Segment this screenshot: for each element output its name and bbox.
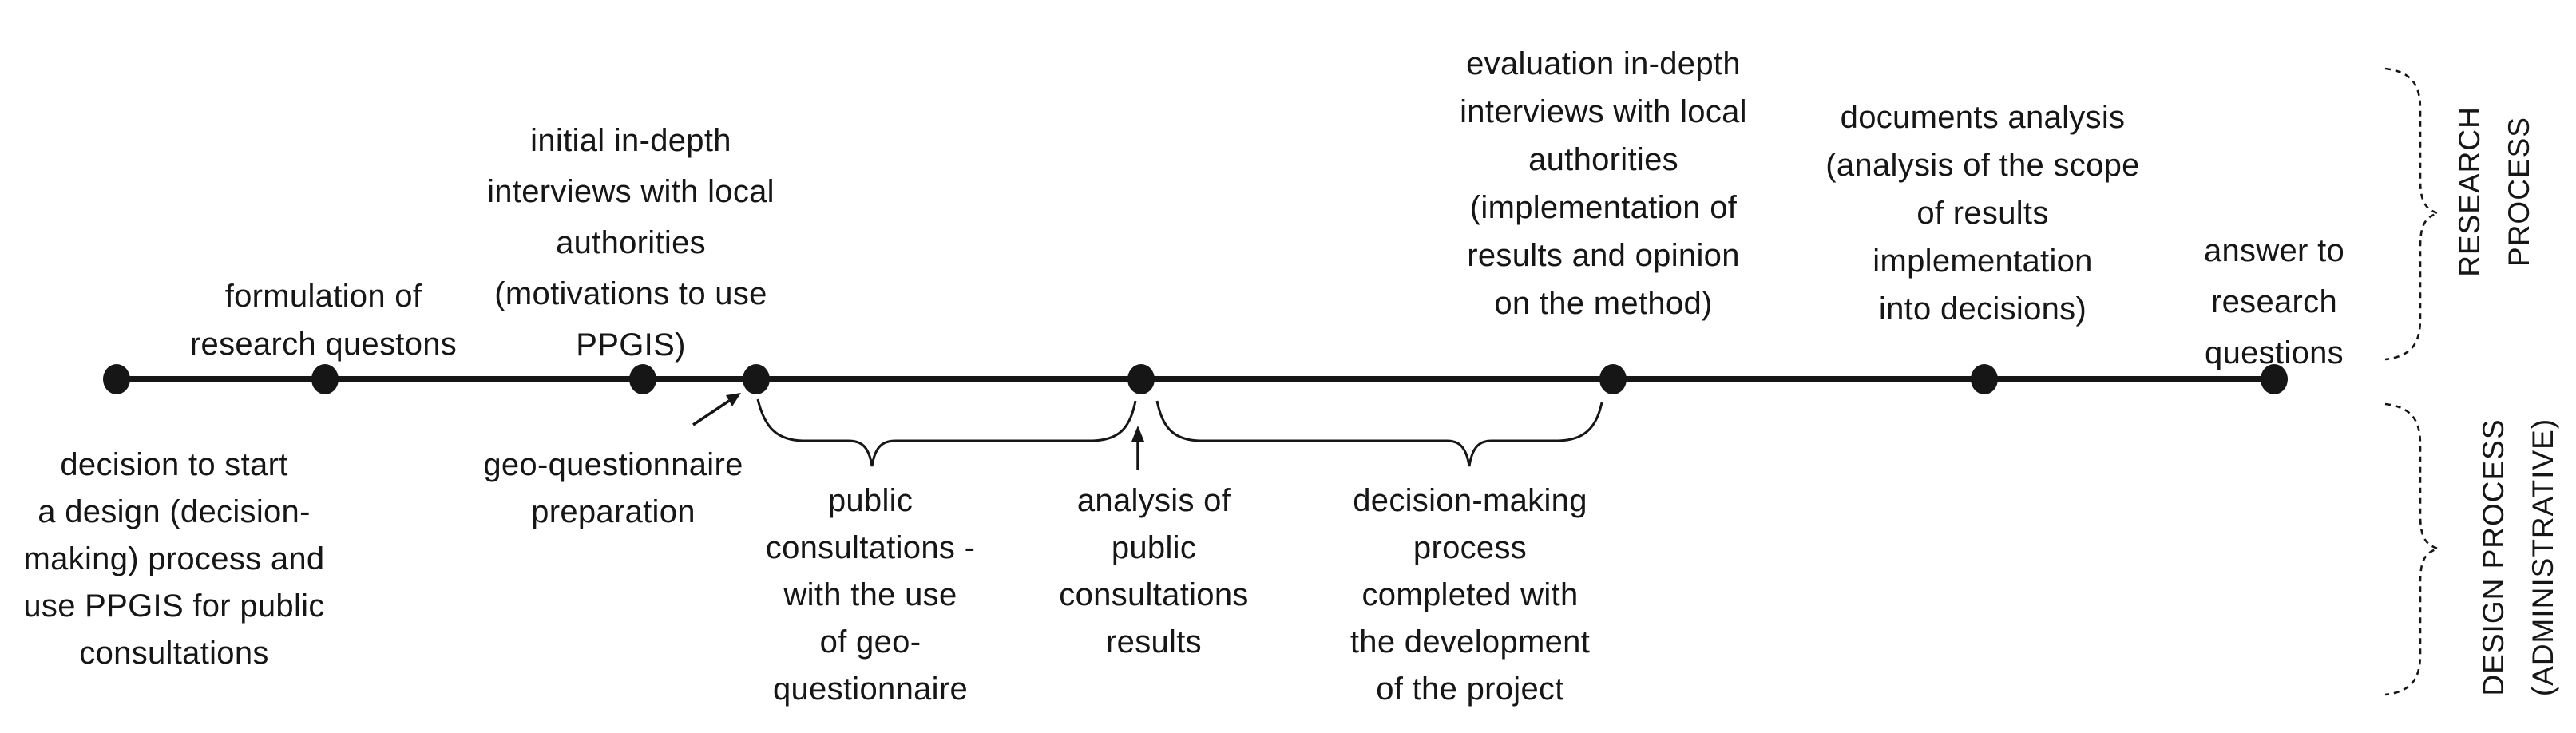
- step-label-formulation: formulation of research questons: [189, 279, 458, 362]
- step-label-answer: answer to research questions: [2203, 233, 2345, 370]
- step-label-evaluation-interviews: evaluation in-depth interviews with loca…: [1460, 46, 1747, 321]
- timeline-dot: [1127, 364, 1155, 394]
- step-label-decision-completed: decision-making process completed with t…: [1349, 483, 1591, 707]
- side-label-design-process: DESIGN PROCESS (ADMINISTRATIVE): [2477, 418, 2559, 697]
- step-label-documents-analysis: documents analysis (analysis of the scop…: [1825, 100, 2140, 327]
- timeline-dot: [2261, 364, 2288, 394]
- timeline-dot: [1599, 364, 1627, 394]
- step-label-initial-interviews: initial in-depth interviews with local a…: [487, 123, 775, 363]
- timeline-dots: [103, 364, 2288, 394]
- step-label-geo-questionnaire: geo-questionnaire preparation: [483, 447, 743, 529]
- timeline-dot: [1971, 364, 1998, 394]
- step-label-analysis-results: analysis of public consultations results: [1059, 483, 1249, 660]
- brace-research-process: [2384, 67, 2442, 361]
- timeline-dot: [103, 364, 130, 394]
- underbrace-decision-making: [1155, 400, 1603, 467]
- brace-design-process: [2384, 402, 2442, 696]
- timeline-dot: [743, 364, 770, 394]
- timeline-dot: [311, 364, 339, 394]
- underbrace-public-consultations: [756, 398, 1137, 467]
- timeline-dot: [629, 364, 656, 394]
- up-arrow-icon: [1131, 426, 1144, 470]
- side-label-research-process: RESEARCH PROCESS: [2453, 106, 2535, 277]
- step-label-decision-to-start: decision to start a design (decision- ma…: [23, 447, 325, 671]
- step-label-public-consultations: public consultations - with the use of g…: [765, 483, 976, 707]
- diagonal-arrow-icon: [692, 393, 741, 426]
